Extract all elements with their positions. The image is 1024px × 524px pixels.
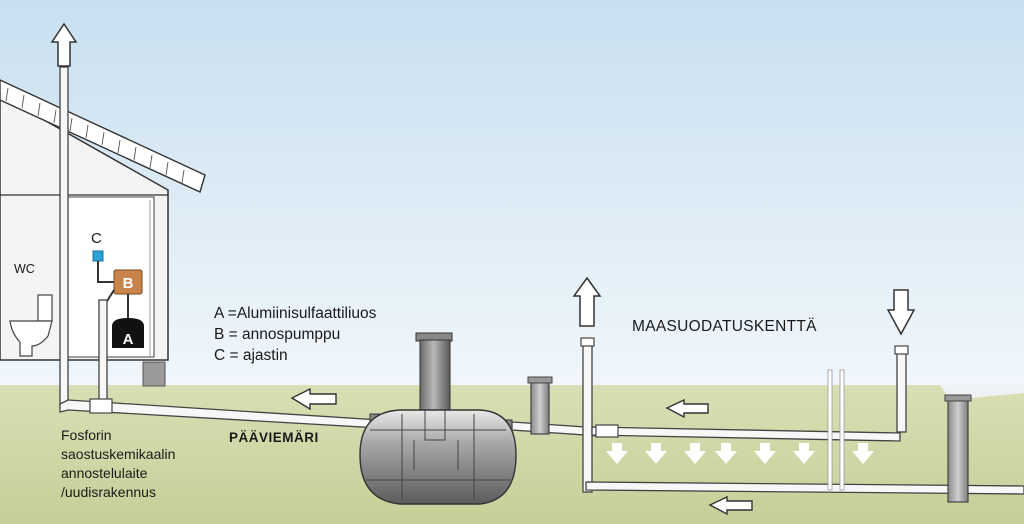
flow-down-arrow-icon — [645, 443, 667, 464]
flow-down-arrow-icon — [684, 443, 706, 464]
house — [0, 79, 206, 387]
toilet-icon — [9, 294, 53, 357]
component-a-label: A — [123, 331, 134, 348]
legend: A =Alumiinisulfaattiliuos B = annospumpp… — [214, 303, 376, 366]
left-arrow-icon — [665, 398, 709, 419]
vent-pipe — [59, 66, 69, 408]
device-line-3: annostelulaite — [61, 465, 148, 481]
left-arrow-icon — [708, 495, 753, 516]
flow-down-arrow-icon — [852, 443, 874, 464]
filter-field-label: MAASUODATUSKENTTÄ — [632, 318, 817, 335]
device-line-2: saostuskemikaalin — [61, 446, 176, 462]
outlet-pipe — [511, 376, 601, 437]
left-arrow-icon — [290, 387, 337, 411]
flow-down-arrow-icon — [606, 443, 628, 464]
component-c-label: C — [91, 230, 102, 247]
legend-item-a: A =Alumiinisulfaattiliuos — [214, 305, 377, 322]
flow-down-arrows — [606, 443, 874, 464]
legend-item-b: B = annospumppu — [214, 326, 341, 343]
septic-tank — [359, 332, 517, 505]
device-line-4: /uudisrakennus — [61, 484, 156, 500]
filter-field-pipes — [580, 337, 1024, 503]
legend-item-c: C = ajastin — [214, 347, 288, 364]
flow-down-arrow-icon — [715, 443, 737, 464]
dosing-device-description: Fosforin saostuskemikaalin annostelulait… — [61, 426, 175, 502]
component-b-label: B — [123, 275, 134, 292]
chemical-tank-icon — [112, 318, 144, 348]
timer-icon — [92, 250, 104, 262]
main-sewer-pipe — [59, 299, 381, 429]
up-arrow-icon — [50, 22, 78, 67]
wc-label: WC — [14, 262, 35, 276]
down-arrow-icon — [886, 289, 916, 336]
flow-down-arrow-icon — [793, 443, 815, 464]
main-sewer-label: PÄÄVIEMÄRI — [229, 430, 319, 445]
flow-down-arrow-icon — [754, 443, 776, 464]
up-arrow-icon — [572, 276, 602, 327]
device-line-1: Fosforin — [61, 427, 112, 443]
